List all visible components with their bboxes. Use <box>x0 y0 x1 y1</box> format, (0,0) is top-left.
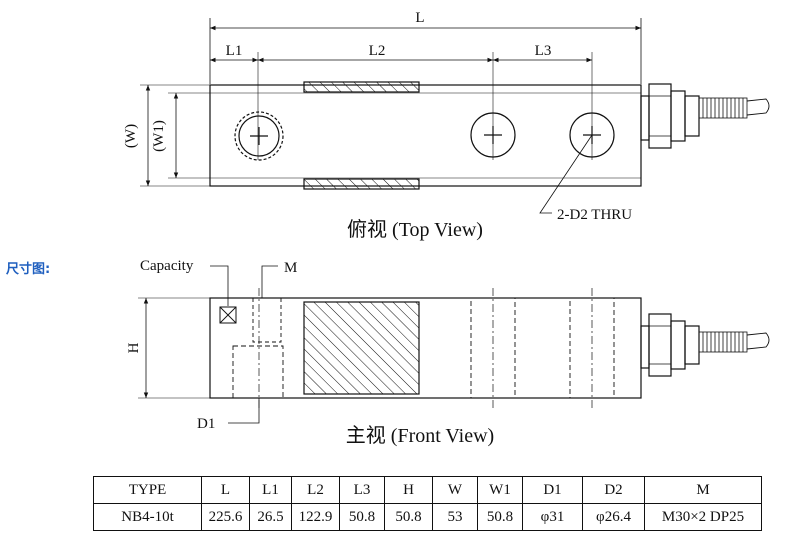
cell-d1: φ31 <box>522 503 583 531</box>
front-view-caption: 主视 (Front View) <box>346 424 494 447</box>
dim-label-L1: L1 <box>226 43 243 59</box>
table-header-row: TYPE L L1 L2 L3 H W W1 D1 D2 M <box>93 476 762 504</box>
m-thread-hole <box>252 297 282 343</box>
header-m: M <box>644 476 762 504</box>
dim-label-L: L <box>415 10 424 26</box>
top-view-caption: 俯视 (Top View) <box>347 218 483 241</box>
top-view <box>140 18 770 214</box>
header-type: TYPE <box>93 476 202 504</box>
header-w1: W1 <box>477 476 523 504</box>
cell-l: 225.6 <box>201 503 250 531</box>
cell-l3: 50.8 <box>339 503 385 531</box>
cell-h: 50.8 <box>384 503 433 531</box>
header-d1: D1 <box>522 476 583 504</box>
dim-label-W: (W) <box>123 124 139 148</box>
d1-label: D1 <box>197 416 215 432</box>
dim-label-H: H <box>126 342 142 353</box>
header-l1: L1 <box>249 476 292 504</box>
hole-callout: 2-D2 THRU <box>557 207 632 223</box>
cell-l2: 122.9 <box>291 503 340 531</box>
dim-label-L2: L2 <box>369 43 386 59</box>
gauge-pocket-front <box>303 301 420 395</box>
capacity-label: Capacity <box>140 258 194 274</box>
cell-type: NB4-10t <box>93 503 202 531</box>
dim-label-W1: (W1) <box>151 120 167 152</box>
hole-d2-b <box>569 112 615 158</box>
front-body <box>209 297 642 399</box>
header-l: L <box>201 476 250 504</box>
header-w: W <box>432 476 478 504</box>
header-l2: L2 <box>291 476 340 504</box>
dim-label-L3: L3 <box>535 43 552 59</box>
hole-d2-a <box>470 112 516 158</box>
cable-top <box>746 98 770 116</box>
load-cell-dimension-drawing: L L1 L2 L3 (W) (W1) 2-D2 THRU 俯视 (Top Vi… <box>123 10 770 447</box>
specification-table: TYPE L L1 L2 L3 H W W1 D1 D2 M NB4-10t 2… <box>93 476 762 531</box>
hole-callout-leader <box>539 134 593 214</box>
d1-bore <box>232 345 284 399</box>
header-d2: D2 <box>582 476 645 504</box>
gauge-pocket-bottom <box>303 178 420 190</box>
table-row: NB4-10t 225.6 26.5 122.9 50.8 50.8 53 50… <box>93 503 762 531</box>
top-body <box>209 84 642 187</box>
cell-d2: φ26.4 <box>582 503 645 531</box>
cable-front <box>746 332 770 350</box>
cell-w: 53 <box>432 503 478 531</box>
header-h: H <box>384 476 433 504</box>
hole-d1-top <box>234 111 284 161</box>
cable-gland-thread-top <box>698 97 748 119</box>
cell-m: M30×2 DP25 <box>644 503 762 531</box>
m-label: M <box>284 260 297 276</box>
dimension-drawing-label: 尺寸图: <box>6 262 51 277</box>
cell-w1: 50.8 <box>477 503 523 531</box>
header-l3: L3 <box>339 476 385 504</box>
cell-l1: 26.5 <box>249 503 292 531</box>
gauge-pocket-top <box>303 81 420 93</box>
cable-gland-thread-front <box>698 331 748 353</box>
capacity-marker <box>219 306 237 324</box>
front-view <box>138 265 770 424</box>
